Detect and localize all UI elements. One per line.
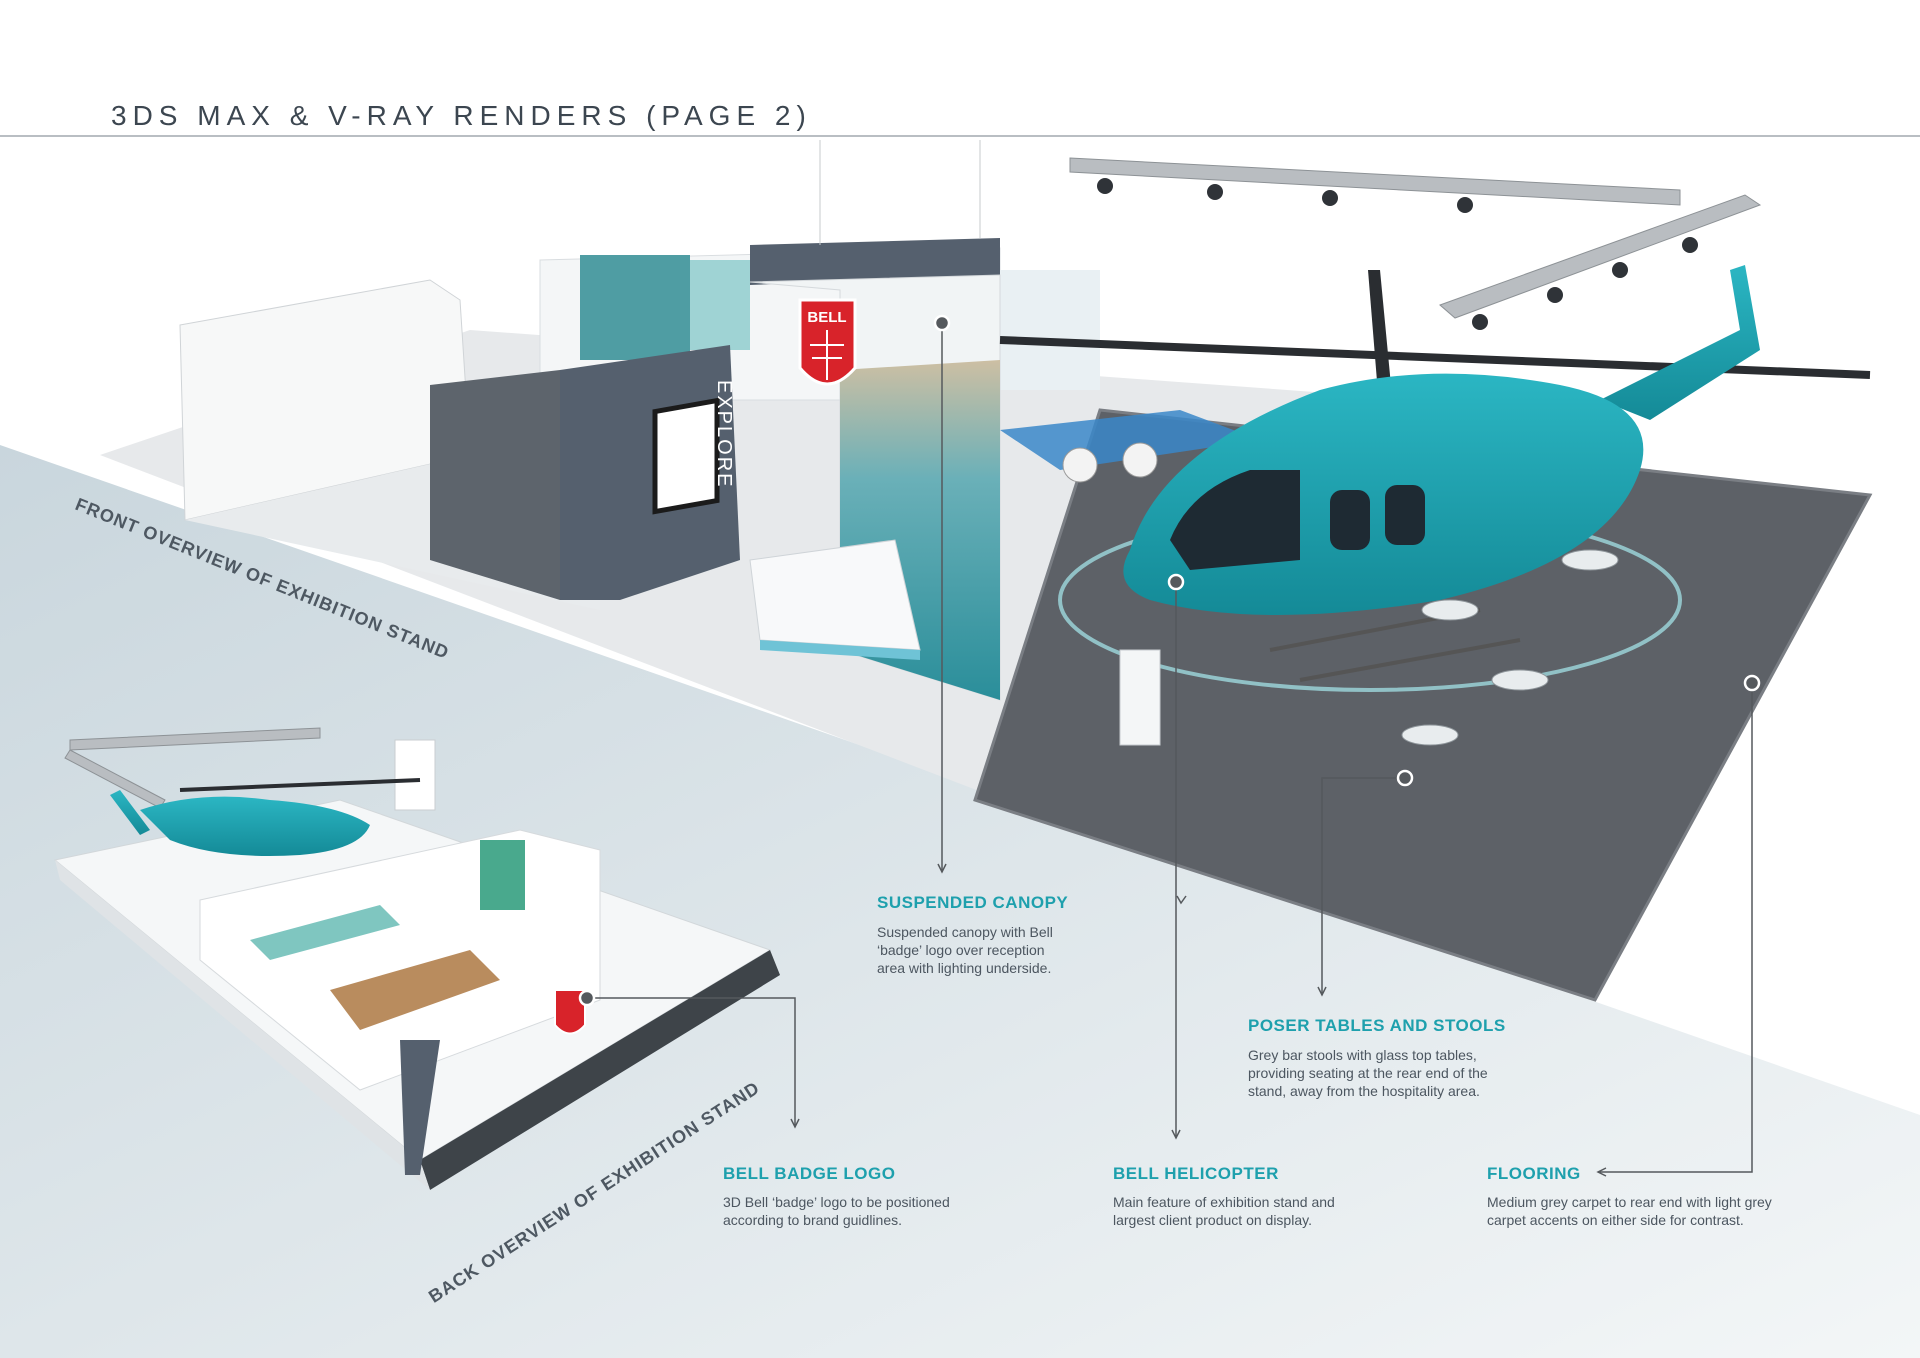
explore-sign: EXPLORE xyxy=(713,380,735,488)
bell-badge-canopy: BELL xyxy=(798,298,857,386)
reception-desk xyxy=(749,539,921,651)
bell-helicopter-front xyxy=(999,265,1871,682)
poser-tables xyxy=(1401,549,1619,746)
bell-badge-logo-text: 3D Bell ‘badge’ logo to be positioned ac… xyxy=(723,1194,950,1228)
svg-text:BELL: BELL xyxy=(807,309,846,326)
bell-helicopter-text: Main feature of exhibition stand and lar… xyxy=(1113,1194,1335,1228)
back-stand xyxy=(53,727,780,1190)
callout-leaders xyxy=(587,323,1753,1177)
suspended-canopy-text: Suspended canopy with Bell ‘badge’ logo … xyxy=(877,924,1053,976)
bell-badge-back xyxy=(554,989,586,1035)
lighting-truss xyxy=(1069,157,1762,330)
left-enclosure xyxy=(179,279,471,521)
bell-helicopter-title: BELL HELICOPTER xyxy=(1113,1164,1279,1183)
flooring-text: Medium grey carpet to rear end with ligh… xyxy=(1487,1194,1772,1228)
bell-badge-logo-title: BELL BADGE LOGO xyxy=(723,1164,896,1183)
suspended-canopy-title: SUSPENDED CANOPY xyxy=(877,893,1069,912)
poser-tables-text: Grey bar stools with glass top tables, p… xyxy=(1248,1047,1488,1099)
poser-tables-title: POSER TABLES AND STOOLS xyxy=(1248,1016,1506,1035)
bell-helicopter-back xyxy=(110,778,421,856)
title-divider xyxy=(0,135,1920,137)
flooring-title: FLOORING xyxy=(1487,1164,1581,1183)
page-title: 3DS MAX & V-RAY RENDERS (PAGE 2) xyxy=(111,100,812,131)
front-stand: EXPLORE BELL xyxy=(100,140,1873,1002)
callout-dots xyxy=(578,314,1761,1007)
canopy-top xyxy=(750,238,1000,282)
